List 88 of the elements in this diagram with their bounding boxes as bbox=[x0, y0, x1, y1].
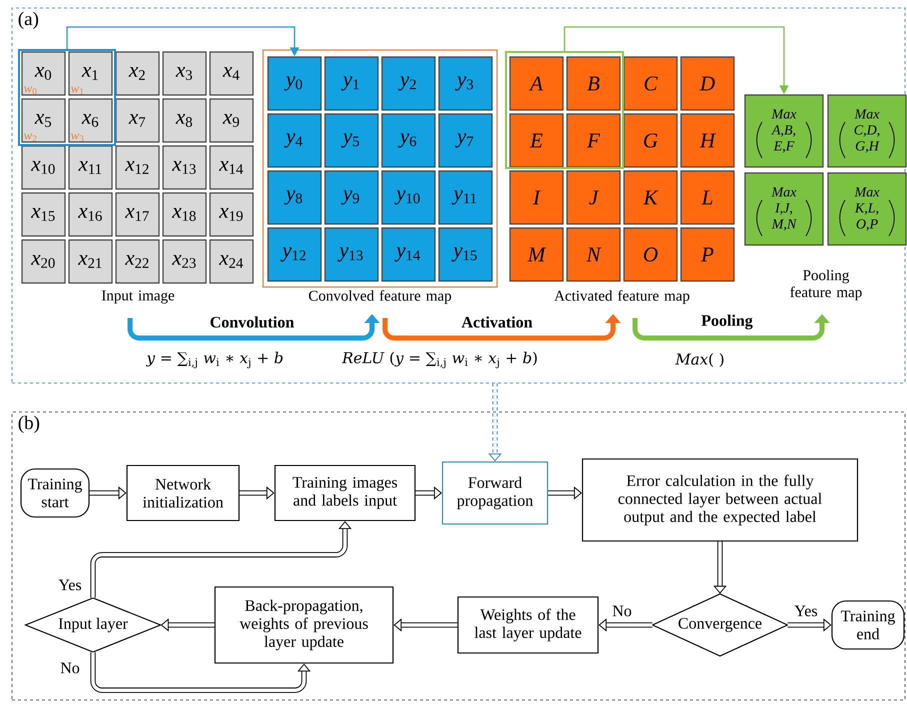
process-label: Activation bbox=[462, 316, 532, 328]
pooling-cell: Max I,J, M,N bbox=[744, 172, 824, 246]
sliding-window bbox=[505, 51, 624, 169]
formula-text: Max( ) bbox=[675, 353, 724, 367]
pooling-cell: Max A,B, E,F bbox=[744, 94, 824, 168]
grid-cell: B bbox=[566, 56, 621, 111]
grid-cell: y$_{10}$ bbox=[381, 170, 436, 225]
grid-cell: M bbox=[509, 227, 564, 282]
sliding-window bbox=[18, 49, 116, 146]
grid-cell: G bbox=[623, 113, 678, 168]
grid-cell: O bbox=[623, 227, 678, 282]
grid-cell: y$_{12}$ bbox=[267, 227, 322, 282]
edge-label: No bbox=[611, 604, 633, 618]
grid-cell: x$_{12}$ bbox=[115, 145, 160, 190]
grid-cell: x$_{13}$ bbox=[162, 145, 207, 190]
grid-cell: P bbox=[680, 227, 735, 282]
grid-cell: y$_{15}$ bbox=[438, 227, 493, 282]
grid-cell: x$_{18}$ bbox=[162, 192, 207, 237]
grid-cell: x$_{8}$ bbox=[162, 98, 207, 143]
grid-cell: x$_{14}$ bbox=[209, 145, 254, 190]
grid-cell: D bbox=[680, 56, 735, 111]
process-box: Weights of the last layer update bbox=[457, 596, 599, 654]
formula-text: ReLU (y = ∑$_{i,j}$ w$_{i}$ ∗ x$_{j}$ + b) bbox=[342, 352, 537, 368]
process-box: Forward propagation bbox=[442, 461, 548, 525]
edge-label: No bbox=[59, 662, 81, 674]
grid-cell: x$_{10}$ bbox=[21, 145, 66, 190]
grid-cell: x$_{9}$ bbox=[209, 98, 254, 143]
grid-cell: x$_{7}$ bbox=[115, 98, 160, 143]
grid-cell: x$_{1}$ w$_{1}$ bbox=[68, 51, 113, 96]
grid-cell: C bbox=[623, 56, 678, 111]
grid-cell: E bbox=[509, 113, 564, 168]
grid-cell: x$_{22}$ bbox=[115, 239, 160, 284]
grid-cell: x$_{24}$ bbox=[209, 239, 254, 284]
grid-cell: y$_{11}$ bbox=[438, 170, 493, 225]
feature-map-frame bbox=[262, 49, 498, 288]
grid-cell: H bbox=[680, 113, 735, 168]
map-caption: Pooling feature map bbox=[790, 270, 862, 300]
grid-cell: x$_{11}$ bbox=[68, 145, 113, 190]
grid-cell: y$_{7}$ bbox=[438, 113, 493, 168]
map-caption: Input image bbox=[102, 290, 174, 304]
process-box: Error calculation in the fully connected layer between actual output and the expected label bbox=[582, 458, 858, 542]
terminal-box: Training start bbox=[20, 468, 90, 518]
grid-cell: x$_{5}$ w$_{2}$ bbox=[21, 98, 66, 143]
grid-cell: y$_{5}$ bbox=[324, 113, 379, 168]
grid-cell: x$_{2}$ bbox=[115, 51, 160, 96]
map-caption: Convolved feature map bbox=[308, 290, 452, 304]
grid-cell: K bbox=[623, 170, 678, 225]
terminal-box: Training end bbox=[831, 600, 905, 650]
edge-label: Yes bbox=[793, 604, 819, 618]
grid-cell: L bbox=[680, 170, 735, 225]
process-box: Network initialization bbox=[126, 464, 240, 522]
process-box: Back-propagation, weights of previous layer update bbox=[214, 586, 394, 664]
pooling-cell: Max C,D, G,H bbox=[827, 94, 907, 168]
grid-cell: y$_{3}$ bbox=[438, 56, 493, 111]
grid-cell: y$_{4}$ bbox=[267, 113, 322, 168]
grid-cell: x$_{23}$ bbox=[162, 239, 207, 284]
grid-cell: A bbox=[509, 56, 564, 111]
grid-cell: y$_{1}$ bbox=[324, 56, 379, 111]
grid-cell: I bbox=[509, 170, 564, 225]
grid-cell: y$_{0}$ bbox=[267, 56, 322, 111]
grid-cell: x$_{21}$ bbox=[68, 239, 113, 284]
edge-label: Yes bbox=[57, 578, 83, 592]
grid-cell: x$_{6}$ w$_{3}$ bbox=[68, 98, 113, 143]
grid-cell: x$_{0}$ w$_{0}$ bbox=[21, 51, 66, 96]
grid-cell: N bbox=[566, 227, 621, 282]
grid-cell: x$_{17}$ bbox=[115, 192, 160, 237]
process-box: Training images and labels input bbox=[274, 464, 416, 522]
grid-cell: F bbox=[566, 113, 621, 168]
map-caption: Activated feature map bbox=[554, 290, 690, 304]
grid-cell: y$_{14}$ bbox=[381, 227, 436, 282]
grid-cell: x$_{16}$ bbox=[68, 192, 113, 237]
grid-cell: y$_{8}$ bbox=[267, 170, 322, 225]
panel-label: (a) bbox=[18, 12, 38, 30]
process-label: Pooling bbox=[702, 314, 753, 330]
formula-text: y = ∑$_{i,j}$ w$_{i}$ ∗ x$_{j}$ + b bbox=[146, 352, 283, 368]
pooling-cell: Max K,L, O,P bbox=[827, 172, 907, 246]
panel-label: (b) bbox=[18, 416, 40, 434]
grid-cell: y$_{13}$ bbox=[324, 227, 379, 282]
grid-cell: x$_{3}$ bbox=[162, 51, 207, 96]
grid-cell: y$_{6}$ bbox=[381, 113, 436, 168]
process-label: Convolution bbox=[210, 316, 294, 328]
grid-cell: J bbox=[566, 170, 621, 225]
grid-cell: y$_{2}$ bbox=[381, 56, 436, 111]
grid-cell: x$_{20}$ bbox=[21, 239, 66, 284]
grid-cell: x$_{19}$ bbox=[209, 192, 254, 237]
grid-cell: x$_{15}$ bbox=[21, 192, 66, 237]
grid-cell: x$_{4}$ bbox=[209, 51, 254, 96]
grid-cell: y$_{9}$ bbox=[324, 170, 379, 225]
